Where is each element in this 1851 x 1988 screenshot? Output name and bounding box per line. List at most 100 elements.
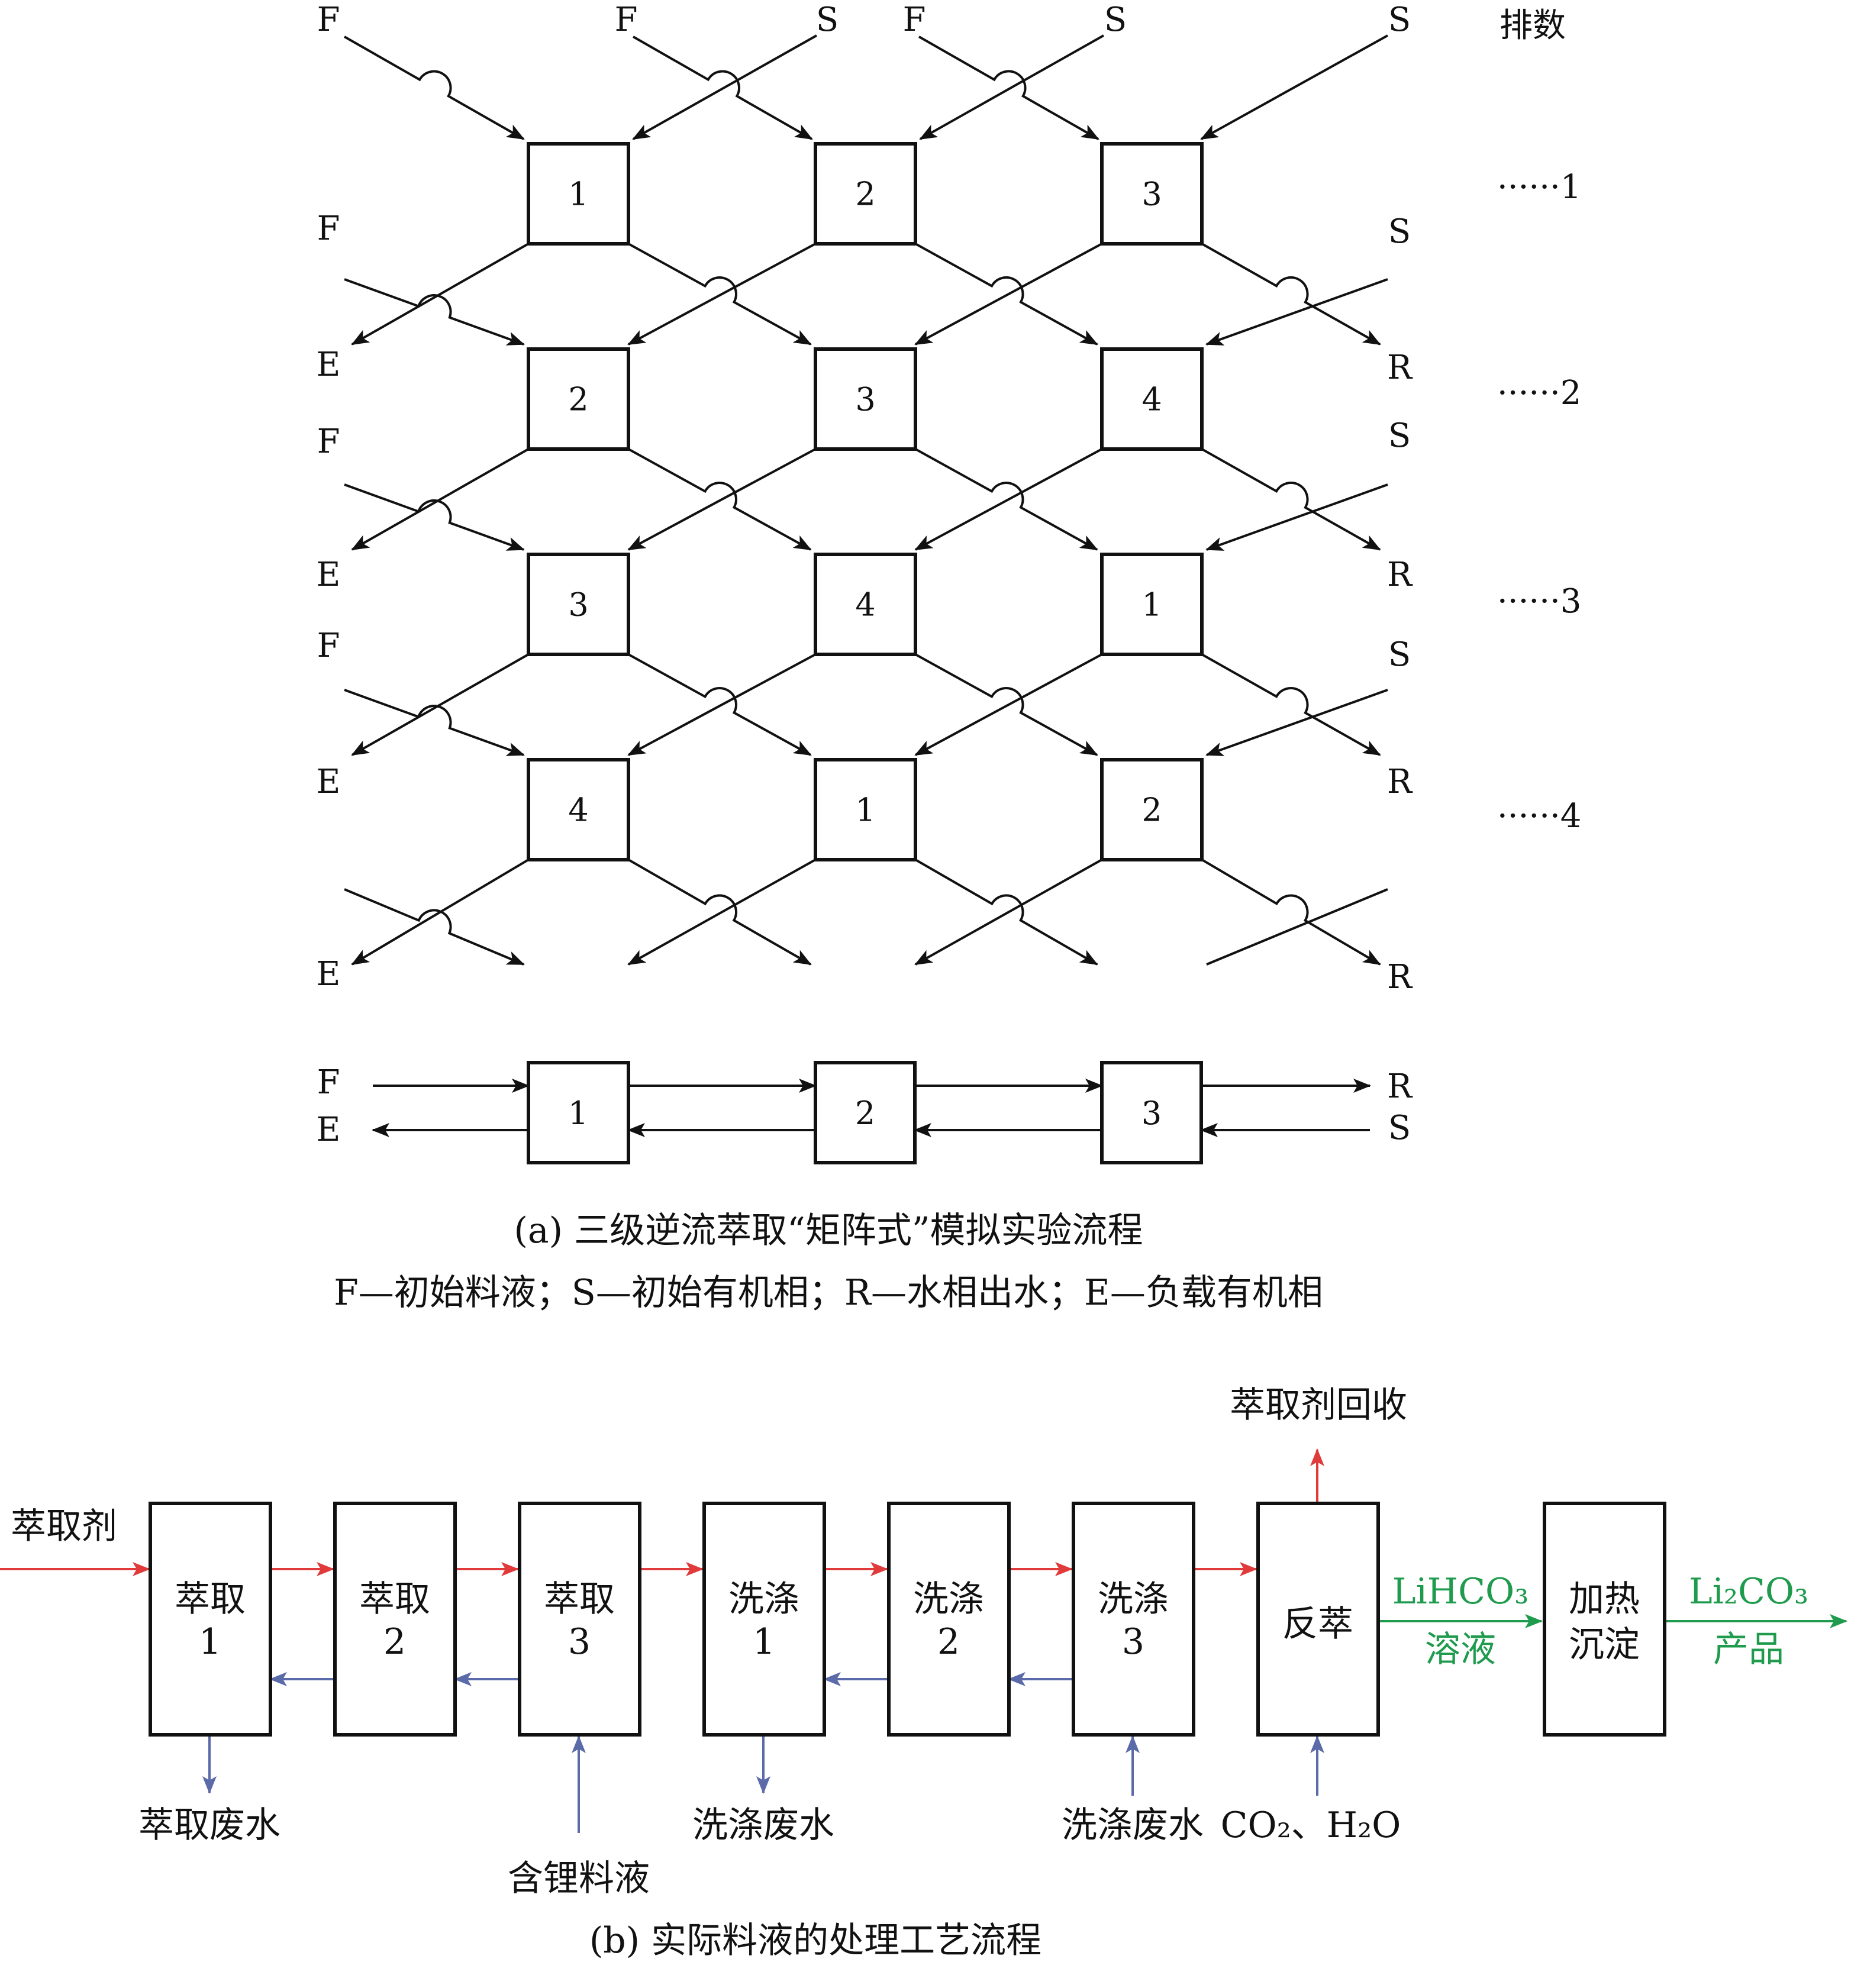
left-label-e: E: [317, 346, 341, 384]
box-label: 萃取: [544, 1579, 615, 1620]
extraction-stage-2-box: [333, 1502, 457, 1737]
matrix-stage-box: [1100, 553, 1204, 656]
matrix-stage-number: 3: [568, 586, 588, 624]
box-label: 沉淀: [1569, 1624, 1640, 1666]
box-label: 2: [383, 1621, 406, 1663]
box-label: 反萃: [1282, 1603, 1353, 1645]
left-label-f: F: [317, 422, 340, 461]
organic-flow-line: [1205, 689, 1388, 756]
organic-transfer-line: [914, 243, 1102, 346]
matrix-stage-number: 4: [855, 586, 875, 624]
box-label: 萃取: [175, 1579, 246, 1620]
box-label: 洗涤: [913, 1579, 984, 1620]
summary-label-s: S: [1388, 1109, 1411, 1147]
matrix-stage-number: 2: [1141, 792, 1162, 829]
summary-stage-number: 2: [855, 1095, 875, 1132]
summary-label-r: R: [1387, 1067, 1413, 1106]
right-label-s: S: [1388, 635, 1411, 674]
feed-flow-line: [344, 888, 525, 966]
organic-flow-line: [632, 34, 817, 140]
feed-flow-line: [633, 36, 813, 140]
matrix-stage-number: 4: [568, 792, 588, 829]
organic-transfer-line: [914, 448, 1102, 551]
process-flow-panel: 萃取剂 萃取 1 萃取 2 萃: [0, 1384, 1847, 1961]
summary-stage-box: [1100, 1061, 1203, 1164]
organic-transfer-line: [627, 653, 816, 756]
matrix-stage-number: 1: [568, 176, 588, 213]
row-marker-1: ······1: [1497, 168, 1581, 206]
heating-precipitation-box: [1543, 1502, 1666, 1737]
organic-transfer-line: [627, 859, 816, 966]
aqueous-transfer-line: [915, 243, 1098, 346]
washing-stage-1-box: [702, 1502, 826, 1737]
top-label-f3: F: [903, 1, 926, 39]
li2co3-sub-label: 产品: [1713, 1629, 1784, 1670]
organic-flow-line: [1206, 888, 1388, 966]
caption-a: (a) 三级逆流萃取“矩阵式”模拟实验流程: [514, 1210, 1143, 1251]
aqueous-transfer-line: [628, 448, 812, 551]
li2co3-label: Li₂CO₃: [1689, 1571, 1808, 1612]
matrix-stage-box: [527, 142, 630, 246]
legend-a: F—初始料液；S—初始有机相；R—水相出水；E—负载有机相: [334, 1272, 1323, 1314]
box-label: 3: [568, 1621, 591, 1663]
organic-flow-line: [919, 34, 1104, 140]
summary-label-e: E: [317, 1111, 341, 1149]
left-label-f: F: [317, 627, 340, 665]
right-label-r: R: [1387, 348, 1413, 387]
right-label-s: S: [1388, 212, 1411, 251]
matrix-stage-box: [814, 758, 917, 861]
organic-transfer-line: [351, 243, 529, 346]
matrix-flow-lines: [344, 34, 1388, 966]
right-label-r: R: [1387, 556, 1413, 594]
feed-flow-line: [344, 278, 525, 346]
matrix-stage-box: [1100, 142, 1204, 246]
matrix-stage-box: [1100, 758, 1204, 861]
aqueous-transfer-line: [628, 859, 812, 966]
aqueous-transfer-line: [1201, 859, 1381, 966]
aqueous-transfer-line: [1201, 243, 1381, 346]
organic-transfer-line: [914, 859, 1102, 966]
matrix-stage-number: 4: [1141, 381, 1162, 418]
left-label-e: E: [317, 763, 341, 801]
left-label-e: E: [317, 556, 341, 594]
aqueous-transfer-line: [915, 653, 1098, 756]
organic-flow-line: [1200, 34, 1388, 140]
washing-stage-3-box: [1072, 1502, 1195, 1737]
summary-stage-box: [814, 1061, 917, 1164]
organic-transfer-line: [351, 448, 529, 551]
matrix-stage-number: 3: [855, 381, 875, 418]
left-label-e: E: [317, 955, 341, 993]
organic-transfer-line: [351, 653, 529, 756]
matrix-stage-box: [1100, 347, 1204, 451]
row-marker-4: ······4: [1497, 797, 1581, 835]
matrix-stage-box: [814, 553, 917, 656]
aqueous-transfer-line: [915, 448, 1098, 551]
top-label-s2: S: [1104, 1, 1127, 39]
right-label-r: R: [1387, 958, 1413, 996]
row-marker-3: ······3: [1497, 582, 1581, 621]
feed-flow-line: [344, 483, 525, 551]
box-label: 萃取: [359, 1579, 430, 1620]
matrix-stage-number: 1: [855, 792, 875, 829]
feed-flow-line: [344, 36, 525, 140]
right-label-s: S: [1388, 417, 1411, 455]
top-label-f1: F: [317, 1, 340, 39]
counter-current-summary: 1 2 3 F E R S: [317, 1061, 1413, 1164]
top-label-s1: S: [816, 1, 839, 39]
matrix-stage-box: [527, 347, 630, 451]
summary-stage-box: [527, 1061, 630, 1164]
matrix-stage-number: 2: [568, 381, 588, 418]
aqueous-transfer-line: [915, 859, 1098, 966]
extraction-stage-1-box: [149, 1502, 272, 1737]
extraction-stage-3-box: [518, 1502, 641, 1737]
aqueous-transfer-line: [628, 653, 812, 756]
matrix-stage-box: [814, 347, 917, 451]
matrix-stage-box: [527, 758, 630, 861]
matrix-stage-box: [814, 142, 917, 246]
feed-flow-line: [918, 36, 1099, 140]
wash-waste-out-label: 洗涤废水: [692, 1805, 834, 1846]
organic-transfer-line: [914, 653, 1102, 756]
